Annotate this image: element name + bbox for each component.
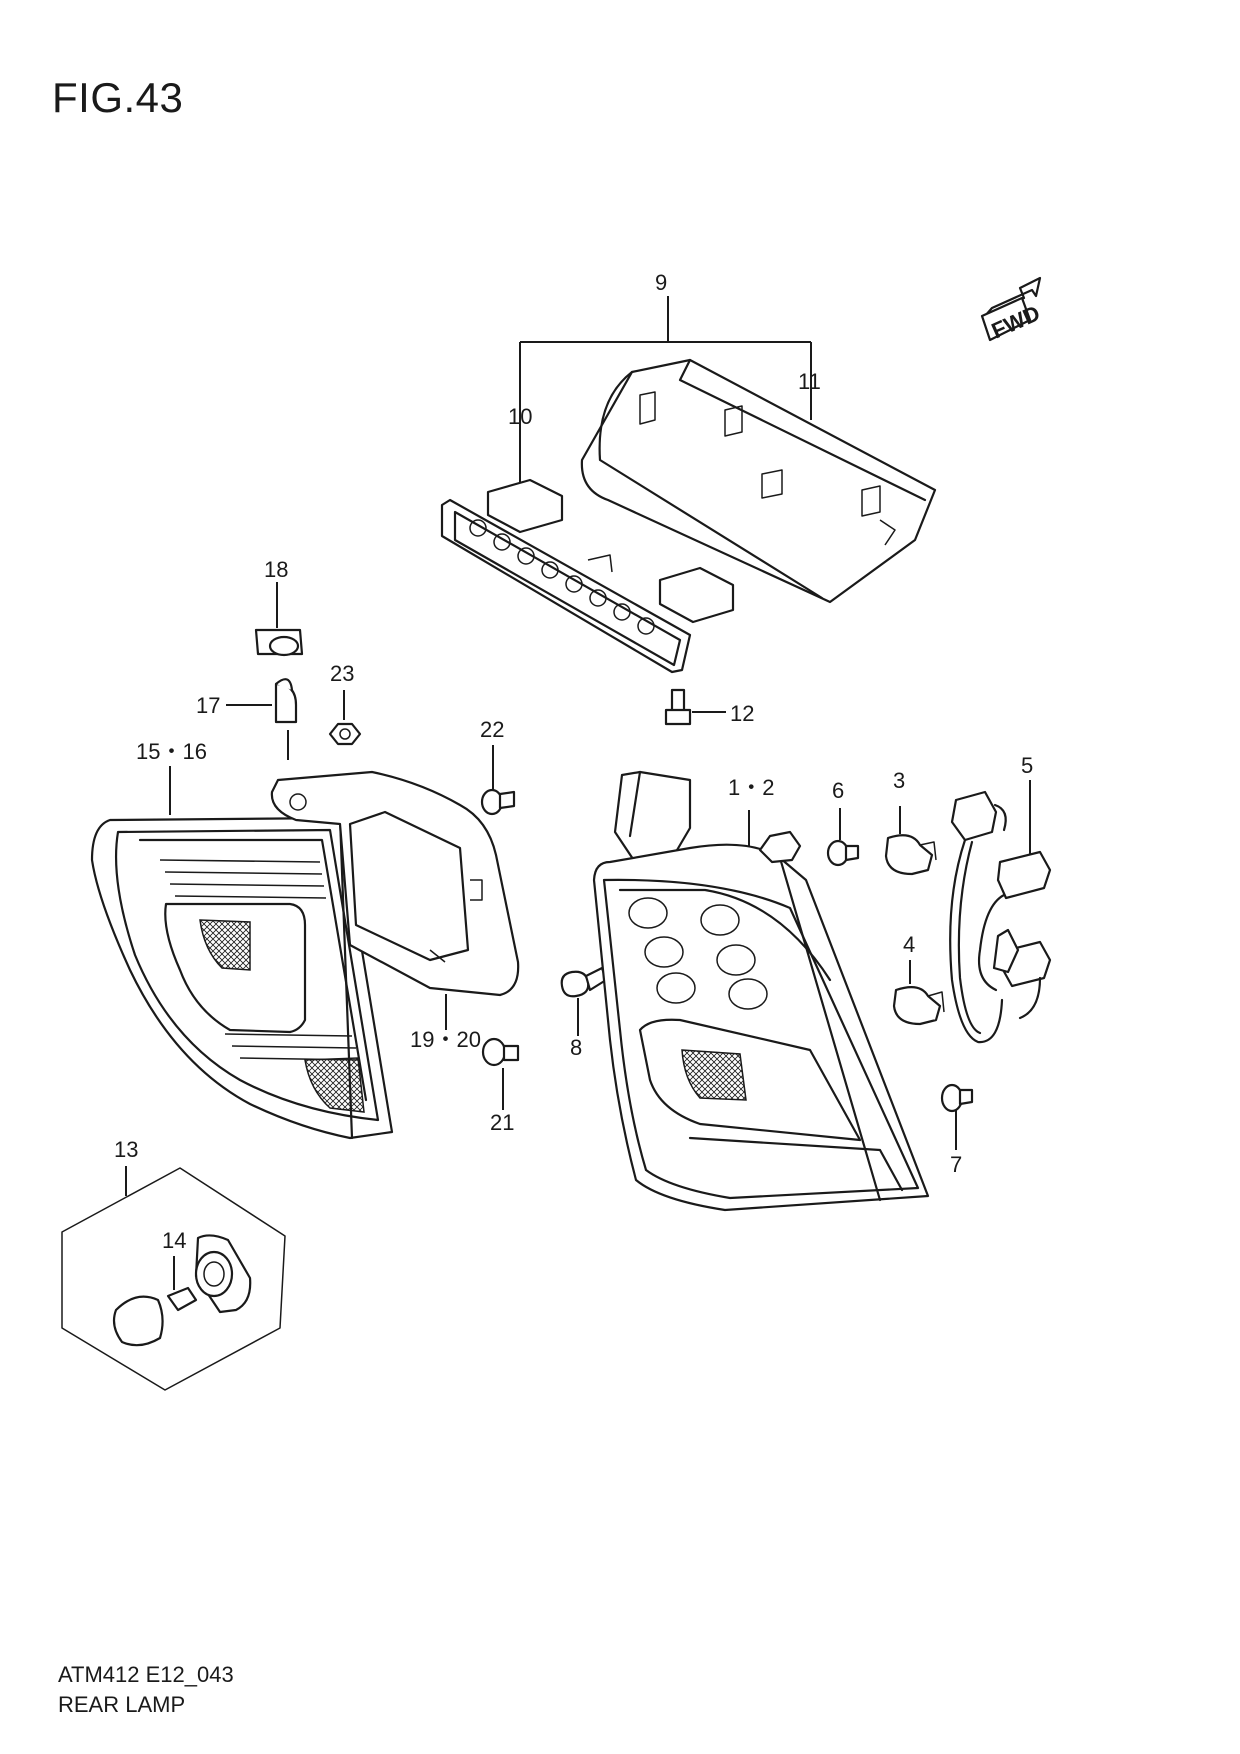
part-11-high-mount-cover — [580, 358, 937, 604]
callout-labels: 9 10 11 12 18 17 23 22 15・16 1・2 6 3 5 4… — [114, 270, 1033, 1253]
figure-name: REAR LAMP — [58, 1692, 186, 1717]
figure-title: FIG.43 — [52, 74, 184, 121]
callout-22: 22 — [480, 717, 504, 742]
callout-10: 10 — [508, 404, 532, 429]
callout-6: 6 — [832, 778, 844, 803]
callout-18: 18 — [264, 557, 288, 582]
part-1-2-rear-combination-lamp — [592, 770, 930, 1212]
part-3-bulb — [884, 806, 937, 876]
part-19-20-panel — [270, 770, 520, 1030]
callout-13: 13 — [114, 1137, 138, 1162]
callout-21: 21 — [490, 1110, 514, 1135]
callout-9: 9 — [655, 270, 667, 295]
part-10-high-mount-lamp — [440, 478, 735, 674]
figure-code: ATM412 E12_043 — [58, 1662, 234, 1687]
callout-19-20: 19・20 — [410, 1027, 481, 1052]
part-4-bulb — [892, 960, 945, 1026]
part-9-leader — [519, 296, 812, 500]
callout-17: 17 — [196, 693, 220, 718]
fwd-arrow-icon: FWD — [980, 276, 1044, 343]
part-13-license-lamp-kit — [61, 1166, 286, 1391]
part-6-clip — [826, 808, 860, 867]
callout-11: 11 — [798, 369, 821, 394]
callout-23: 23 — [330, 661, 354, 686]
part-5-wiring-harness — [949, 780, 1052, 1044]
callout-15-16: 15・16 — [136, 739, 207, 764]
part-22-clip — [480, 745, 516, 816]
callout-4: 4 — [903, 932, 915, 957]
callout-3: 3 — [893, 768, 905, 793]
callout-1-2: 1・2 — [728, 775, 774, 800]
part-8-screw — [560, 966, 608, 1036]
callout-7: 7 — [950, 1152, 962, 1177]
part-21-clip — [481, 1037, 520, 1110]
part-12-screw — [664, 688, 726, 726]
callout-5: 5 — [1021, 753, 1033, 778]
callout-14: 14 — [162, 1228, 186, 1253]
callout-12: 12 — [730, 701, 754, 726]
part-15-16-inner-lamp — [90, 766, 394, 1140]
part-7-clip — [940, 1083, 974, 1150]
part-17-bulb — [226, 678, 298, 760]
part-23-nut — [328, 690, 362, 746]
callout-8: 8 — [570, 1035, 582, 1060]
part-18-socket — [254, 582, 304, 657]
